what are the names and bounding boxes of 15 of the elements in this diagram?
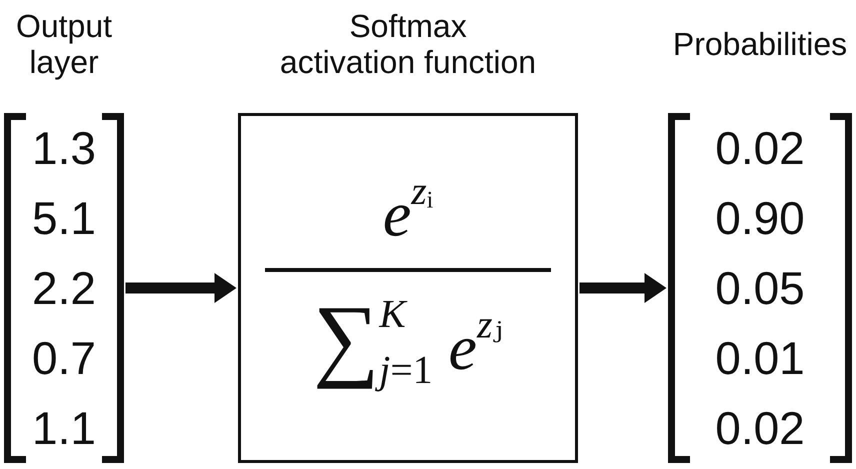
vector-value: 0.7 (32, 332, 96, 384)
arrow (580, 273, 666, 303)
vector-value: 0.01 (715, 332, 805, 384)
vector-value: 0.02 (715, 122, 805, 174)
vector-value: 0.05 (715, 262, 805, 314)
vector-value: 1.3 (32, 122, 96, 174)
heading-text: Softmax activation function (278, 8, 538, 80)
heading-text: Probabilities (672, 26, 848, 62)
heading-text: Output layer (14, 8, 114, 80)
vector-value: 1.1 (32, 402, 96, 454)
vector-value: 2.2 (32, 262, 96, 314)
arrow (126, 273, 236, 303)
vector-value: 5.1 (32, 192, 96, 244)
vector-value: 0.02 (715, 402, 805, 454)
vector-value: 0.90 (715, 192, 805, 244)
